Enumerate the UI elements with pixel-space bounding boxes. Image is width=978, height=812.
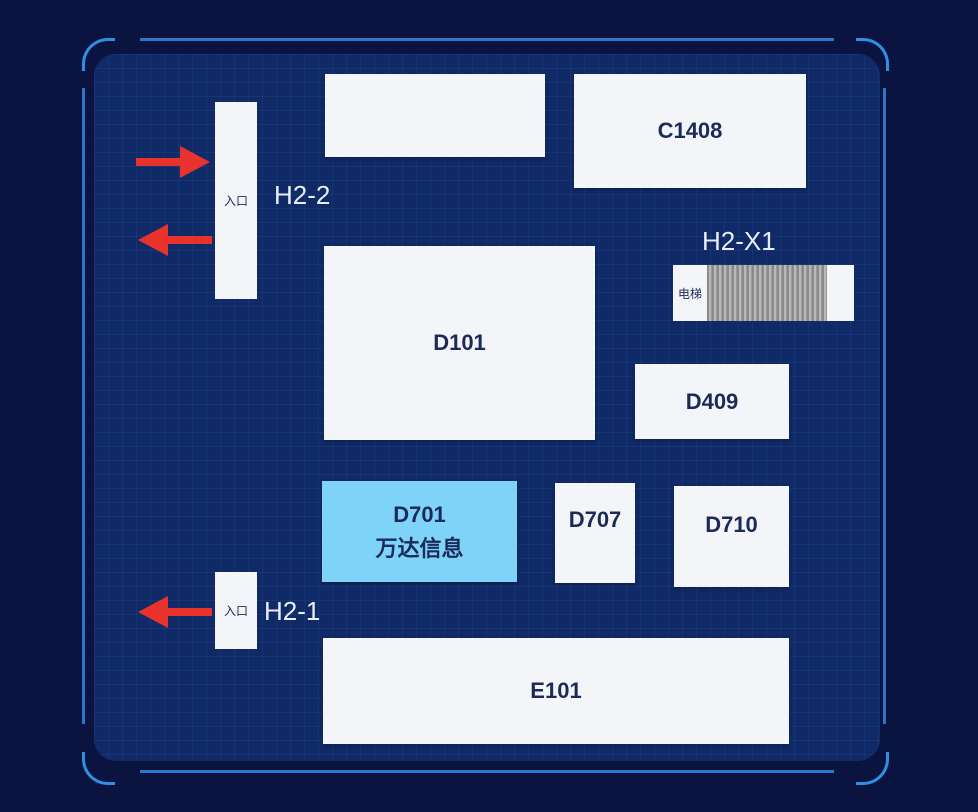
frame-corner-tl <box>82 38 115 71</box>
frame-right-line <box>883 88 886 724</box>
elevator-label: H2-X1 <box>702 226 776 256</box>
room-tenant-name: 万达信息 <box>375 535 464 561</box>
frame-corner-tr <box>856 38 889 71</box>
arrow-left-icon <box>138 596 212 628</box>
room-label: D710 <box>705 512 758 537</box>
room-d101[interactable]: D101 <box>324 246 595 440</box>
elevator-shaft <box>707 265 827 321</box>
room-d409[interactable]: D409 <box>635 364 789 439</box>
arrow-right-icon <box>136 146 210 178</box>
room-label: C1408 <box>657 118 723 143</box>
room-label: D409 <box>685 388 739 414</box>
room-code: D701 <box>393 501 446 527</box>
frame-corner-bl <box>82 752 115 785</box>
arrow-left-icon <box>138 224 212 256</box>
room-d707[interactable]: D707 <box>555 483 635 583</box>
elevator-text: 电梯 <box>677 286 702 301</box>
room-label: D101 <box>433 330 486 355</box>
room-d701[interactable]: D701 万达信息 <box>322 481 517 582</box>
room-c1408[interactable]: C1408 <box>574 74 806 188</box>
frame-top-line <box>140 38 834 41</box>
frame-corner-br <box>856 752 889 785</box>
room-label: E101 <box>530 678 582 703</box>
entrance-text: 入口 <box>223 194 248 208</box>
entrance-label-h2-2: H2-2 <box>274 180 331 210</box>
frame-left-line <box>82 88 85 724</box>
room-unlabeled[interactable] <box>325 74 545 157</box>
entrance-label-h2-1: H2-1 <box>264 596 321 626</box>
entrance-text: 入口 <box>223 604 248 618</box>
frame-bottom-line <box>140 770 834 773</box>
entrance-h2-1[interactable]: 入口 <box>215 572 257 649</box>
room-e101[interactable]: E101 <box>323 638 789 744</box>
room-d710[interactable]: D710 <box>674 486 789 587</box>
elevator[interactable]: 电梯 <box>673 265 854 321</box>
room-label: D707 <box>568 507 622 532</box>
entrance-h2-2[interactable]: 入口 <box>215 102 257 299</box>
